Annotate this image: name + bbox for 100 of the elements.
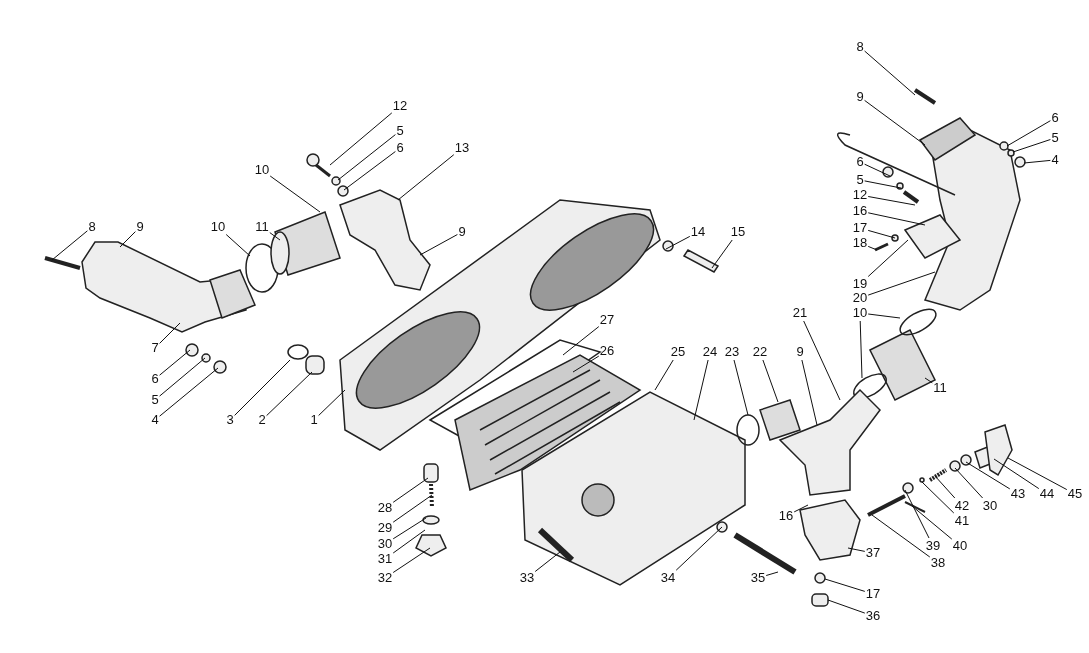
leader-line (871, 514, 931, 558)
leader-line (954, 467, 984, 499)
callout-number: 23 (724, 345, 740, 359)
callout-number: 15 (730, 225, 746, 239)
leader-line (911, 505, 953, 540)
callout-number: 19 (852, 277, 868, 291)
callout-number: 10 (852, 306, 868, 320)
leader-line (965, 461, 1011, 490)
leader-line (693, 359, 709, 421)
callout-number: 30 (982, 499, 998, 513)
callout-number: 4 (1051, 153, 1059, 167)
leader-line (827, 599, 866, 614)
callout-number: 31 (377, 552, 393, 566)
leader-line (119, 231, 136, 248)
callout-number: 40 (952, 539, 968, 553)
callout-number: 5 (396, 124, 404, 138)
callout-number: 39 (925, 539, 941, 553)
callout-number: 9 (856, 90, 864, 104)
callout-number: 22 (752, 345, 768, 359)
leader-line (159, 322, 181, 344)
leader-line (337, 134, 396, 181)
leader-line (921, 481, 955, 514)
leader-line (765, 571, 779, 576)
leader-line (733, 359, 749, 416)
leader-line (904, 489, 930, 539)
leader-line (924, 377, 933, 384)
callout-number: 5 (151, 393, 159, 407)
leader-line (225, 234, 251, 257)
leader-line (318, 389, 346, 416)
leader-line (665, 235, 691, 250)
callout-number: 9 (796, 345, 804, 359)
leader-line (159, 357, 206, 397)
leader-line (159, 349, 191, 376)
callout-number: 5 (1051, 131, 1059, 145)
callout-number: 6 (856, 155, 864, 169)
callout-number: 9 (136, 220, 144, 234)
callout-number: 10 (210, 220, 226, 234)
callout-number: 21 (792, 306, 808, 320)
leader-line (343, 151, 396, 191)
callout-number: 8 (88, 220, 96, 234)
callout-number: 6 (396, 141, 404, 155)
leader-line (867, 239, 909, 277)
callout-number: 44 (1039, 487, 1055, 501)
leader-line (824, 578, 866, 592)
callout-number: 11 (933, 381, 947, 395)
callout-number: 24 (702, 345, 718, 359)
leader-line (269, 232, 281, 241)
leader-line (51, 230, 88, 261)
callout-number: 38 (930, 556, 946, 570)
leader-line (1023, 159, 1051, 164)
leader-line (1012, 139, 1051, 153)
callout-number: 9 (458, 225, 466, 239)
callout-number: 25 (670, 345, 686, 359)
leader-line (867, 229, 896, 239)
leader-line (419, 234, 458, 256)
leader-line (803, 320, 841, 401)
leader-line (847, 547, 866, 552)
callout-number: 4 (151, 413, 159, 427)
leader-line (159, 367, 219, 417)
leader-line (801, 359, 818, 426)
callout-number: 1 (310, 413, 318, 427)
callout-number: 27 (599, 313, 615, 327)
callout-number: 42 (954, 499, 970, 513)
callout-number: 45 (1067, 487, 1083, 501)
callout-number: 32 (377, 571, 393, 585)
leader-line (269, 175, 321, 213)
callout-number: 17 (865, 587, 881, 601)
leader-line (864, 180, 902, 189)
leader-line (392, 529, 426, 554)
leader-line (867, 212, 926, 226)
leader-line (234, 359, 291, 416)
leader-line (534, 551, 561, 572)
leader-line (654, 359, 674, 391)
callout-number: 13 (454, 141, 470, 155)
callout-number: 10 (254, 163, 270, 177)
callout-number: 17 (852, 221, 868, 235)
callout-number: 12 (392, 99, 408, 113)
callout-number: 3 (226, 413, 234, 427)
leader-line (266, 371, 313, 417)
callout-number: 36 (865, 609, 881, 623)
leader-line (867, 313, 901, 319)
callout-number: 43 (1010, 487, 1026, 501)
leader-line (864, 163, 891, 177)
leader-line (859, 320, 863, 379)
leader-line (329, 112, 393, 166)
leader-line (397, 154, 455, 201)
callout-number: 20 (852, 291, 868, 305)
callout-number: 37 (865, 546, 881, 560)
leader-line (675, 526, 723, 571)
leader-line (711, 239, 733, 269)
callout-number: 30 (377, 537, 393, 551)
callout-number: 16 (778, 509, 794, 523)
leader-line (572, 355, 600, 373)
leader-line (867, 271, 936, 296)
callout-number: 28 (377, 501, 393, 515)
callout-number: 26 (599, 344, 615, 358)
leader-line (392, 477, 429, 503)
callout-number: 41 (954, 514, 970, 528)
callout-number: 33 (519, 571, 535, 585)
callout-number: 29 (377, 521, 393, 535)
